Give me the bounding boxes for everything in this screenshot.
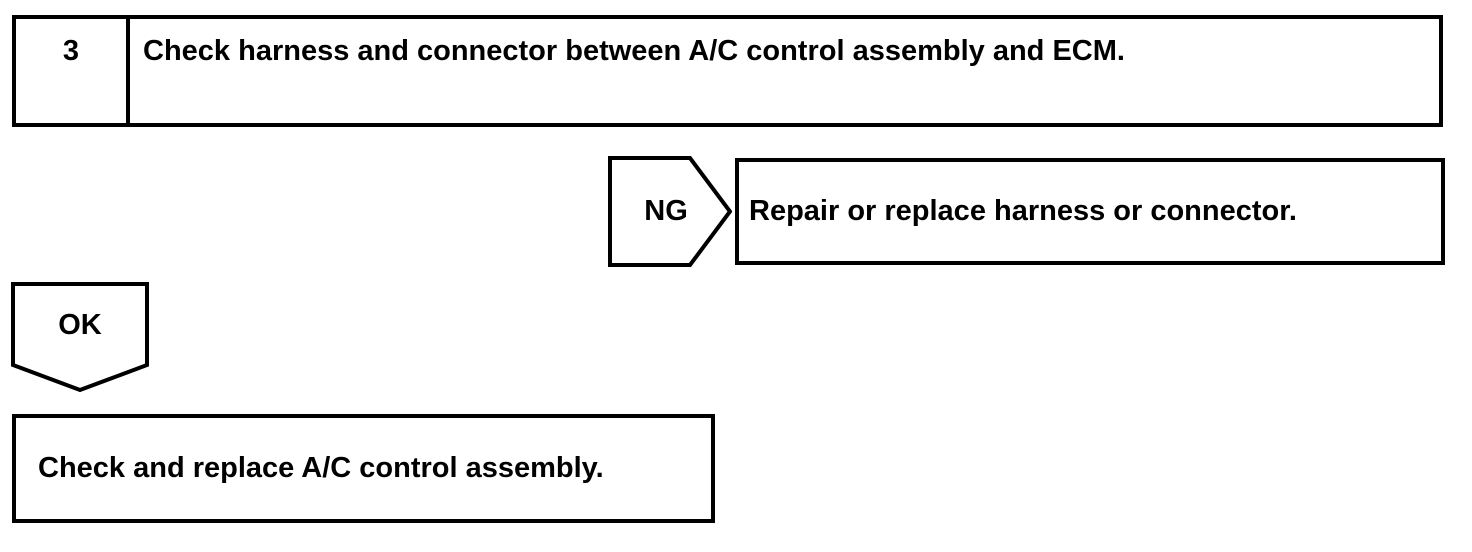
result-box: Check and replace A/C control assembly. <box>12 414 715 523</box>
ok-connector: OK <box>11 282 149 394</box>
step-number-cell: 3 <box>16 19 130 123</box>
ng-action-text: Repair or replace harness or connector. <box>749 195 1297 228</box>
step-number: 3 <box>62 35 80 67</box>
step-instruction: Check harness and connector between A/C … <box>143 35 1125 67</box>
step-box: 3 Check harness and connector between A/… <box>12 15 1443 127</box>
ng-action-box: Repair or replace harness or connector. <box>735 158 1445 265</box>
ok-pentagon-icon <box>11 282 149 393</box>
ok-label: OK <box>58 308 102 341</box>
ng-pentagon-icon <box>608 156 732 267</box>
ng-connector: NG <box>608 156 732 267</box>
result-text: Check and replace A/C control assembly. <box>38 452 604 485</box>
ng-label: NG <box>644 195 688 227</box>
